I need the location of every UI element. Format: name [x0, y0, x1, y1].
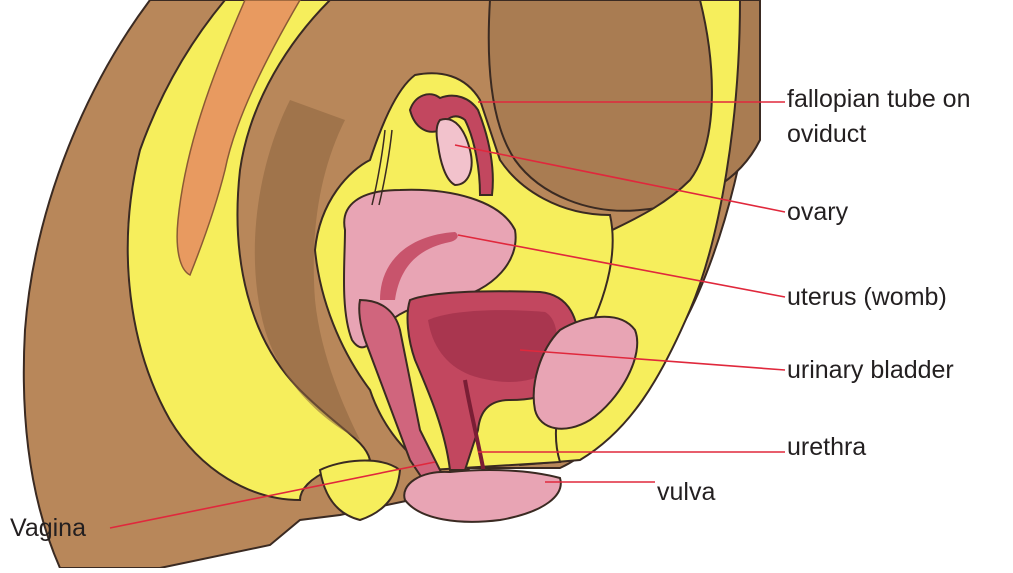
- label-fallopian-tube-line2: oviduct: [787, 119, 866, 150]
- label-ovary: ovary: [787, 197, 848, 228]
- label-vagina: Vagina: [10, 513, 86, 544]
- label-fallopian-tube-line1: fallopian tube on: [787, 84, 970, 115]
- label-vulva: vulva: [657, 477, 715, 508]
- label-urinary-bladder: urinary bladder: [787, 355, 954, 386]
- label-urethra: urethra: [787, 432, 866, 463]
- vulva-shape: [404, 470, 561, 522]
- label-uterus: uterus (womb): [787, 282, 947, 313]
